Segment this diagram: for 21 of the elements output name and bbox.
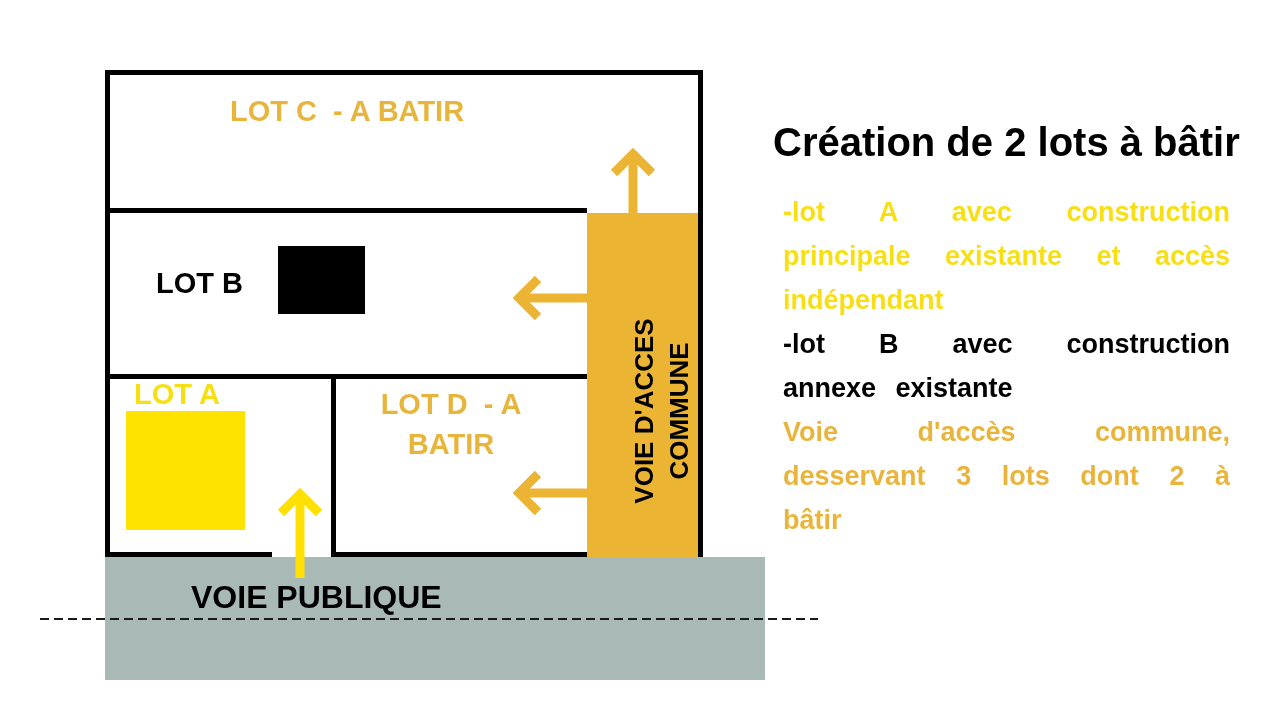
- lot-label: LOT D - A BATIR: [379, 387, 523, 462]
- description-text: -lot B avec construction annexe existante: [783, 328, 1230, 405]
- description-text: -lot A avec construction principale existante et accès indépendant: [783, 196, 1230, 317]
- access-arrow: [276, 489, 324, 578]
- public-road: [105, 557, 765, 680]
- road-label: VOIE PUBLIQUE: [191, 580, 442, 614]
- diagram-title: Création de 2 lots à bâtir: [773, 119, 1240, 165]
- access-road: [587, 213, 703, 557]
- lot-label: LOT C - A BATIR: [230, 94, 465, 128]
- description-text: Voie d'accès commune, desservant 3 lots dont 2 à bâtir: [783, 416, 1230, 537]
- building-footprint: [278, 246, 365, 314]
- road-label: VOIE D'ACCES COMMUNE: [628, 317, 695, 506]
- access-arrow: [514, 274, 587, 322]
- building-footprint: [126, 411, 245, 530]
- access-arrow: [609, 149, 657, 213]
- lot-label: LOT B: [156, 266, 243, 300]
- lot-parcel: [105, 213, 587, 379]
- access-arrow: [514, 469, 587, 517]
- lot-parcel: [105, 379, 336, 557]
- lot-label: LOT A: [134, 379, 220, 409]
- lot-parcel: [105, 70, 703, 213]
